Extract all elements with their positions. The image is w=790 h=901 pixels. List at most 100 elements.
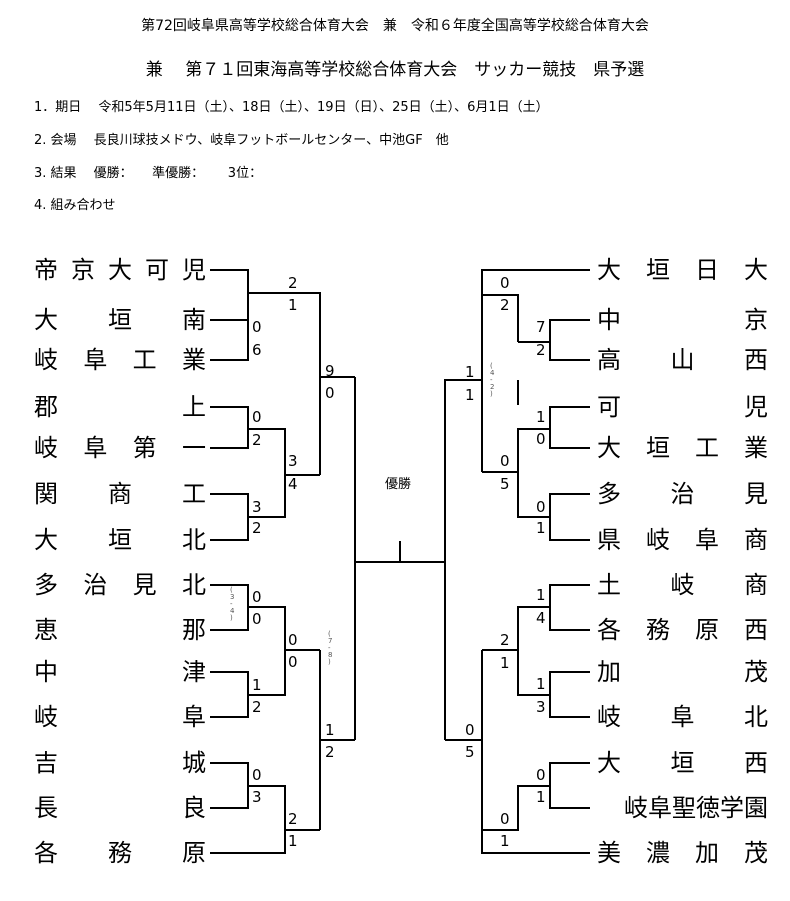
score: 1 [465, 363, 475, 381]
bracket-line [210, 319, 249, 338]
score: 6 [252, 341, 262, 359]
bracket-line [210, 269, 285, 294]
tournament-subtitle: 兼 第７１回東海高等学校総合体育大会 サッカー競技 県予選 [145, 60, 645, 80]
score: 1 [536, 675, 546, 693]
team-char: 北 [182, 571, 206, 599]
bracket-line [482, 606, 550, 651]
bracket-line [549, 406, 590, 429]
score: 0 [252, 766, 262, 784]
left-team-9: 恵那 [34, 615, 206, 645]
team-char: 大 [34, 306, 58, 334]
score: 0 [500, 274, 510, 292]
team-char: 多 [34, 571, 58, 599]
left-team-11: 岐阜 [34, 702, 206, 732]
team-char: 阜 [83, 434, 108, 462]
team-char: 県 [597, 526, 621, 554]
left-team-3: 岐阜工業 [34, 345, 206, 375]
bracket-line [248, 606, 320, 651]
team-char: 関 [34, 480, 58, 508]
score: 3 [252, 498, 262, 516]
team-char: 西 [744, 749, 768, 777]
team-char: 大 [597, 434, 621, 462]
score: 2 [325, 743, 335, 761]
score: 5 [500, 475, 510, 493]
left-team-8: 多治見北 [34, 570, 206, 600]
team-char: 岐 [670, 571, 695, 599]
pk-score: - [490, 376, 493, 384]
bracket-line [549, 584, 590, 607]
team-char: 岐 [597, 703, 621, 731]
team-char: 大 [597, 749, 621, 777]
team-char: 濃 [646, 839, 670, 867]
score: 0 [500, 810, 510, 828]
bracket-line [549, 342, 590, 361]
team-char: 中 [597, 306, 621, 334]
bracket-line [210, 786, 249, 809]
right-team-8: 土岐商 [597, 570, 768, 600]
pk-score: 2 [490, 383, 494, 391]
pk-score: 8 [328, 651, 332, 659]
right-team-13: 岐阜聖徳学園 [597, 793, 768, 823]
tournament-title: 第72回岐阜県高等学校総合体育大会 兼 令和６年度全国高等学校総合体育大会 [141, 18, 649, 34]
team-char: 可 [597, 393, 621, 421]
info-draw: 4. 組み合わせ [34, 198, 116, 213]
score: 5 [465, 743, 475, 761]
team-char: 岐 [34, 703, 58, 731]
team-char: 垣 [108, 306, 132, 334]
score: 0 [536, 430, 546, 448]
score: 1 [465, 386, 475, 404]
left-team-5: 岐阜第一 [34, 433, 206, 463]
score: 1 [536, 586, 546, 604]
team-char: 茂 [744, 839, 768, 867]
team-char: 阜 [83, 346, 108, 374]
bracket-line [481, 830, 590, 854]
bracket-line [549, 762, 590, 786]
bracket-line [210, 406, 249, 429]
left-team-14: 各務原 [34, 838, 206, 868]
team-char: 見 [132, 571, 157, 599]
team-char: 治 [83, 571, 108, 599]
champion-label: 優勝 [385, 477, 412, 492]
team-char: 大 [108, 256, 132, 284]
team-char: 垣 [646, 256, 670, 284]
team-char: 可 [145, 256, 169, 284]
team-char: 垣 [108, 526, 132, 554]
score: 4 [288, 475, 298, 493]
team-char: 長 [34, 794, 58, 822]
score: 0 [500, 452, 510, 470]
score: 0 [252, 408, 262, 426]
left-team-1: 帝京大可児 [34, 255, 206, 285]
score: 0 [288, 653, 298, 671]
pk-score: 7 [328, 637, 332, 645]
left-team-2: 大垣南 [34, 305, 206, 335]
bracket-line [549, 429, 590, 449]
bracket-line [549, 671, 590, 695]
score: 0 [536, 498, 546, 516]
bracket-line [210, 830, 286, 854]
right-team-4: 可児 [597, 392, 768, 422]
bracket-line [210, 762, 249, 786]
bracket-line [445, 650, 483, 741]
team-char: 南 [182, 306, 206, 334]
bracket-line [210, 695, 249, 718]
team-char: 見 [744, 480, 768, 508]
team-char: 大 [744, 256, 768, 284]
pk-score: - [230, 600, 233, 608]
team-char: 土 [597, 571, 621, 599]
team-char: 那 [182, 616, 206, 644]
team-char: 良 [182, 794, 206, 822]
bracket-line [210, 584, 249, 607]
team-char: 恵 [34, 616, 58, 644]
right-team-12: 大垣西 [597, 748, 768, 778]
score: 0 [465, 721, 475, 739]
pk-score: 3 [230, 593, 234, 601]
bracket-line [482, 294, 519, 342]
team-char: 上 [182, 393, 206, 421]
team-char: 業 [182, 346, 206, 374]
team-char: 児 [182, 256, 206, 284]
score: 2 [288, 274, 298, 292]
score: 0 [252, 610, 262, 628]
score: 0 [536, 766, 546, 784]
team-char: 吉 [34, 749, 58, 777]
team-char: 中 [34, 658, 58, 686]
